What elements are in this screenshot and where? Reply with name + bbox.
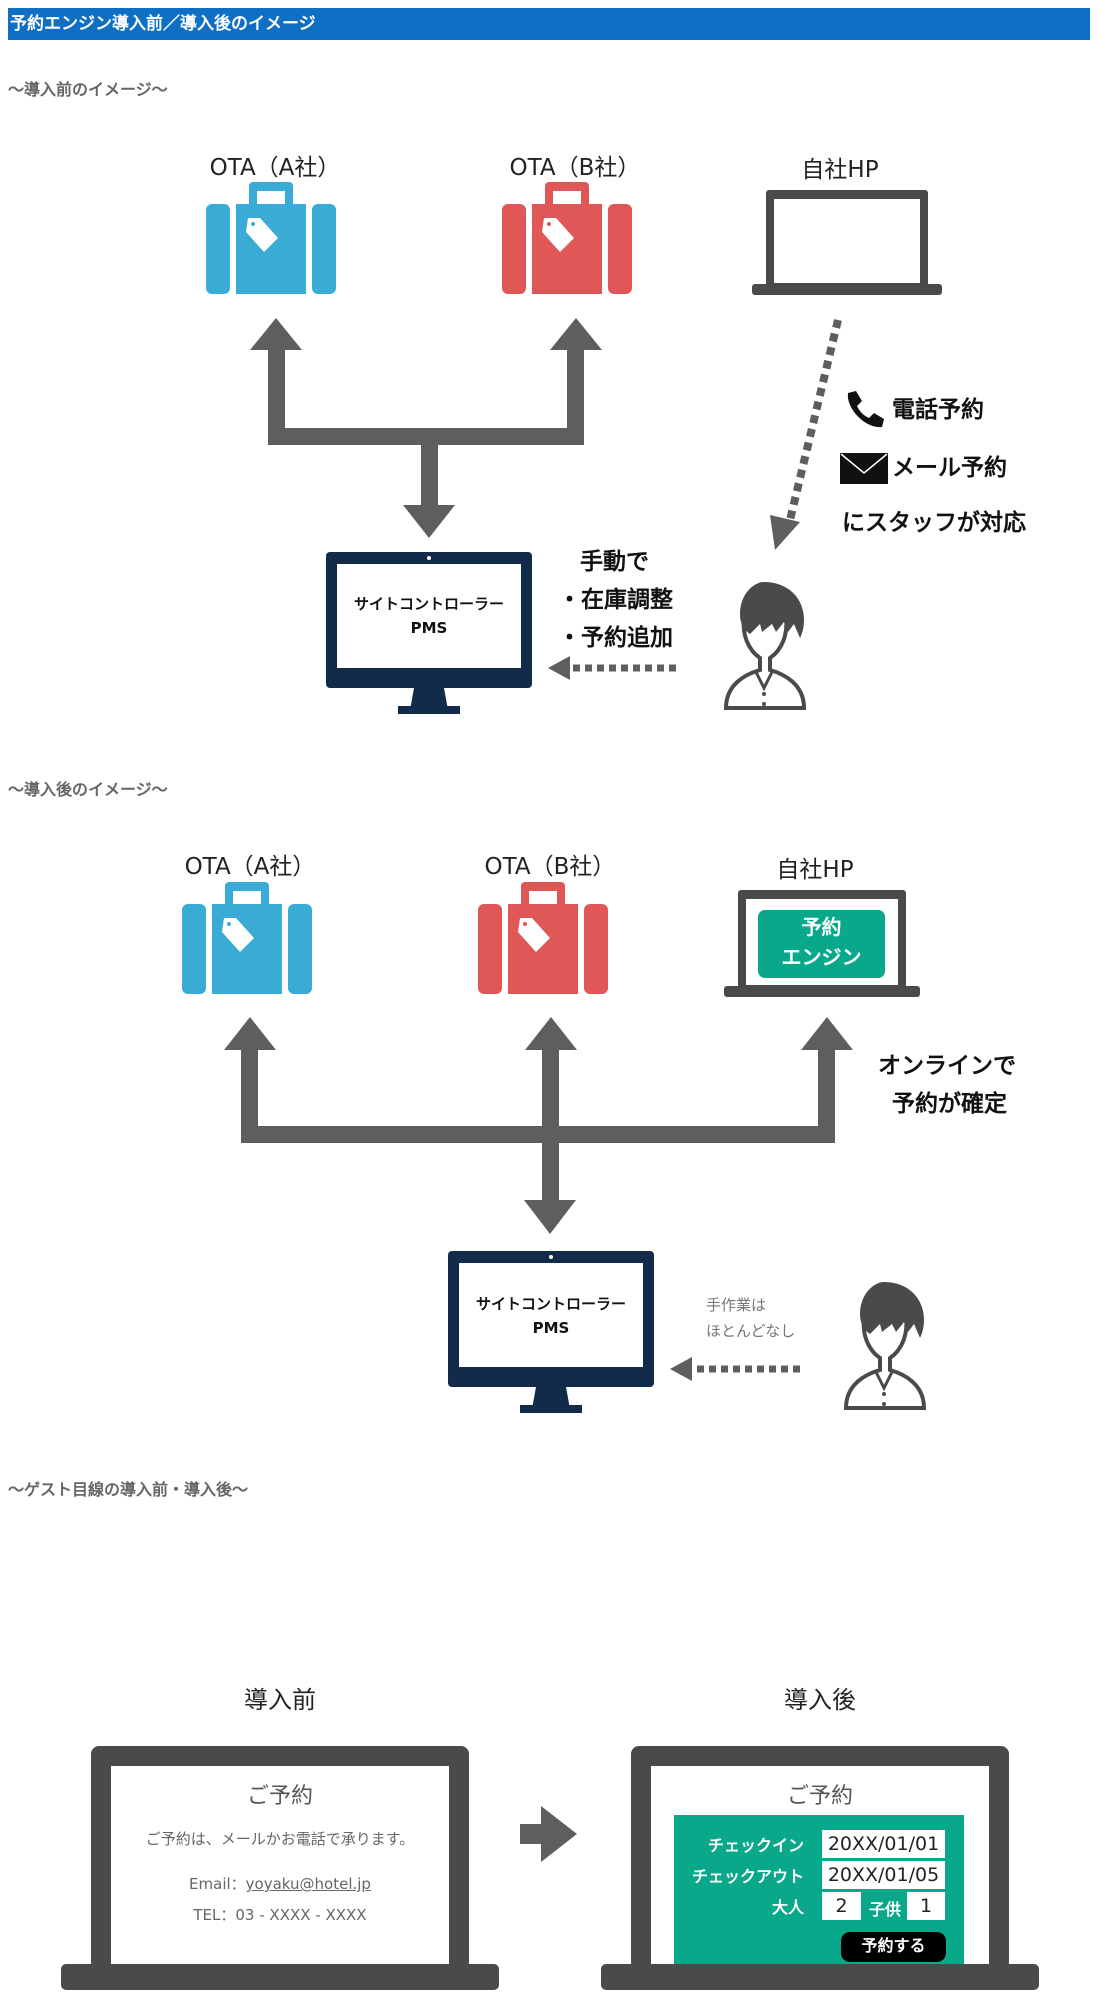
reservation-engine-label: 予約 エンジン xyxy=(758,912,885,972)
monitor-line-1: サイトコントローラー xyxy=(475,1295,626,1313)
before-ota-b-label: OTA（B社） xyxy=(509,155,641,181)
engine-line-2: エンジン xyxy=(781,945,862,969)
monitor-line-2: PMS xyxy=(410,619,448,637)
after-own-hp-label: 自社HP xyxy=(776,857,854,883)
suitcase-blue-icon xyxy=(206,182,336,294)
email-prefix: Email： xyxy=(189,1875,246,1893)
guest-before-screen: ご予約 ご予約は、メールかお電話で承ります。 Email：yoyaku@hote… xyxy=(111,1766,449,1962)
dotted-arrow-left xyxy=(548,656,676,680)
suitcase-red-icon xyxy=(502,182,632,294)
dotted-arrow-down xyxy=(770,319,842,550)
before-screen-email-row: Email：yoyaku@hotel.jp xyxy=(111,1873,449,1894)
after-ota-b-label: OTA（B社） xyxy=(484,854,616,880)
monitor-icon xyxy=(326,552,532,714)
manual-item-reservation: ・予約追加 xyxy=(558,625,673,651)
laptop-with-engine-icon xyxy=(724,890,920,997)
staff-person-icon xyxy=(723,582,807,710)
monitor-line-2: PMS xyxy=(532,1319,570,1337)
mail-icon xyxy=(840,453,888,484)
no-manual-line-2: ほとんどなし xyxy=(706,1322,796,1340)
manual-title: 手動で xyxy=(580,549,649,575)
online-confirm-line-1: オンラインで xyxy=(878,1053,1016,1079)
before-ota-a-label: OTA（A社） xyxy=(209,155,341,181)
sync-arrows xyxy=(250,318,602,538)
before-heading: 〜導入前のイメージ〜 xyxy=(8,80,168,99)
guest-before-label: 導入前 xyxy=(244,1686,316,1714)
adults-field[interactable]: 2 xyxy=(822,1892,861,1920)
email-link[interactable]: yoyaku@hotel.jp xyxy=(245,1875,371,1893)
guest-after-label: 導入後 xyxy=(784,1686,856,1714)
checkout-label: チェックアウト xyxy=(691,1867,804,1886)
reserve-button[interactable]: 予約する xyxy=(841,1932,946,1962)
children-label: 子供 xyxy=(868,1900,901,1919)
dotted-arrow-left xyxy=(670,1357,800,1381)
before-monitor-label: サイトコントローラー PMS xyxy=(337,592,521,640)
after-ota-a-label: OTA（A社） xyxy=(184,854,316,880)
laptop-icon xyxy=(752,190,942,295)
manual-item-inventory: ・在庫調整 xyxy=(558,587,673,613)
after-heading: 〜導入後のイメージ〜 xyxy=(8,780,168,799)
page-title-bar: 予約エンジン導入前／導入後のイメージ xyxy=(8,8,1090,40)
suitcase-blue-icon xyxy=(182,882,312,994)
adults-label: 大人 xyxy=(771,1898,804,1917)
staff-person-icon xyxy=(843,1282,927,1410)
guest-before-laptop xyxy=(61,1746,499,1990)
online-confirm-line-2: 予約が確定 xyxy=(892,1091,1007,1117)
checkout-field[interactable]: 20XX/01/05 xyxy=(822,1861,945,1889)
monitor-line-1: サイトコントローラー xyxy=(353,595,504,613)
before-screen-title: ご予約 xyxy=(246,1784,313,1809)
checkin-label: チェックイン xyxy=(707,1836,804,1855)
children-field[interactable]: 1 xyxy=(907,1892,945,1920)
monitor-icon xyxy=(448,1251,654,1413)
after-screen-title: ご予約 xyxy=(786,1784,853,1809)
before-screen-message: ご予約は、メールかお電話で承ります。 xyxy=(145,1830,415,1848)
phone-icon xyxy=(847,391,884,428)
sync-arrows-after xyxy=(224,1017,853,1234)
page-title: 予約エンジン導入前／導入後のイメージ xyxy=(10,14,316,34)
mail-reservation-label: メール予約 xyxy=(892,455,1007,481)
before-screen-tel: TEL：03 - XXXX - XXXX xyxy=(193,1906,367,1924)
phone-reservation-label: 電話予約 xyxy=(892,397,984,423)
staff-handles-label: にスタッフが対応 xyxy=(842,510,1026,536)
guest-heading: 〜ゲスト目線の導入前・導入後〜 xyxy=(8,1480,249,1499)
checkin-field[interactable]: 20XX/01/01 xyxy=(822,1830,945,1858)
no-manual-work-note: 手作業は ほとんどなし xyxy=(706,1292,795,1344)
right-arrow-icon xyxy=(520,1806,577,1862)
before-own-hp-label: 自社HP xyxy=(801,157,879,183)
no-manual-line-1: 手作業は xyxy=(706,1296,767,1314)
after-monitor-label: サイトコントローラー PMS xyxy=(459,1292,643,1340)
engine-line-1: 予約 xyxy=(801,915,842,939)
suitcase-red-icon xyxy=(478,882,608,994)
